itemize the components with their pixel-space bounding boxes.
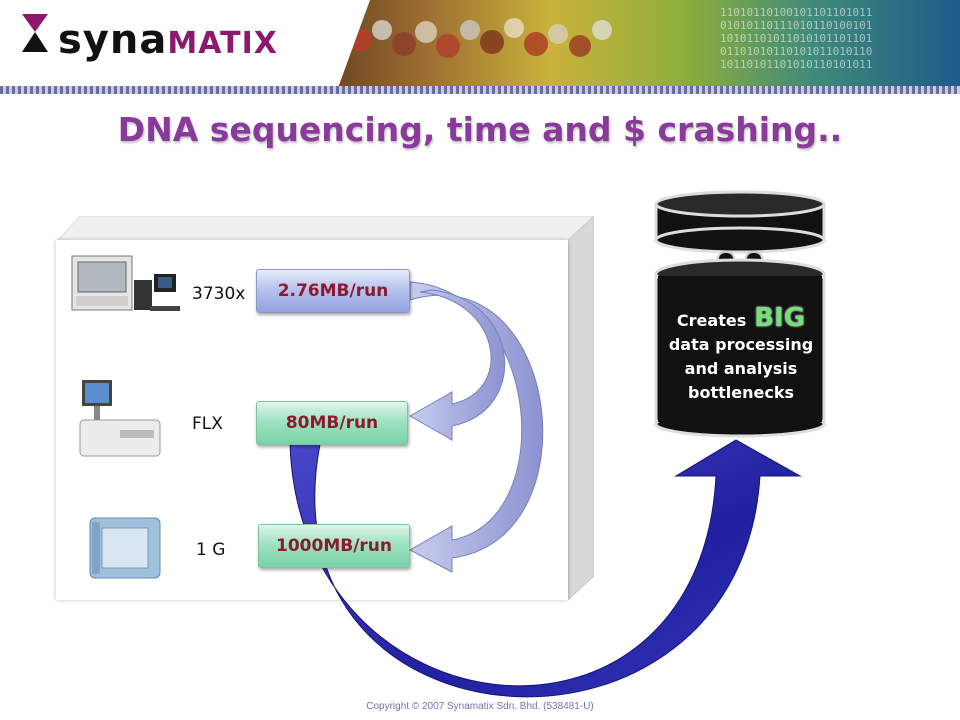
sequencer-3730x-icon <box>71 255 180 311</box>
rate-badge-3730x: 2.76MB/run <box>256 269 410 313</box>
binary-pattern: 11010110100101101101011 0101011011101011… <box>720 6 873 71</box>
synamatix-logo-icon <box>22 14 48 52</box>
header-divider <box>0 86 960 94</box>
panel-side-face <box>568 216 594 600</box>
machine-label-1g: 1 G <box>196 540 226 560</box>
rate-badge-flx: 80MB/run <box>256 401 408 445</box>
panel-top-face <box>56 216 594 242</box>
caption-line-2: data processing <box>668 335 814 354</box>
database-caption: Creates BIG data processing and analysis… <box>656 303 826 405</box>
header-banner-image <box>300 0 960 86</box>
database-cylinder-icon <box>654 190 826 438</box>
machine-label-flx: FLX <box>192 414 223 434</box>
caption-line-3: and analysis <box>684 359 798 378</box>
sequencer-flx-icon <box>79 380 161 457</box>
arrow-3730x-to-1g <box>408 281 544 573</box>
logo-primary-text: syna <box>58 17 168 63</box>
rate-badge-1g: 1000MB/run <box>258 524 410 568</box>
arrow-to-database <box>289 439 802 698</box>
sequencer-1g-icon <box>89 517 161 579</box>
slide-title: DNA sequencing, time and $ crashing.. <box>117 110 843 149</box>
copyright-notice: Copyright © 2007 Synamatix Sdn. Bhd. (53… <box>366 701 594 712</box>
caption-creates: Creates <box>676 311 747 330</box>
header: 11010110100101101101011 0101011011101011… <box>0 0 960 94</box>
caption-big: BIG <box>754 303 806 333</box>
dna-helix-graphic <box>348 18 612 58</box>
arrow-3730x-to-flx <box>408 289 506 441</box>
company-logo-text: synaMATIX <box>58 18 278 66</box>
logo-secondary-text: MATIX <box>167 26 278 61</box>
machine-label-3730x: 3730x <box>192 284 246 304</box>
caption-line-4: bottlenecks <box>688 383 794 402</box>
